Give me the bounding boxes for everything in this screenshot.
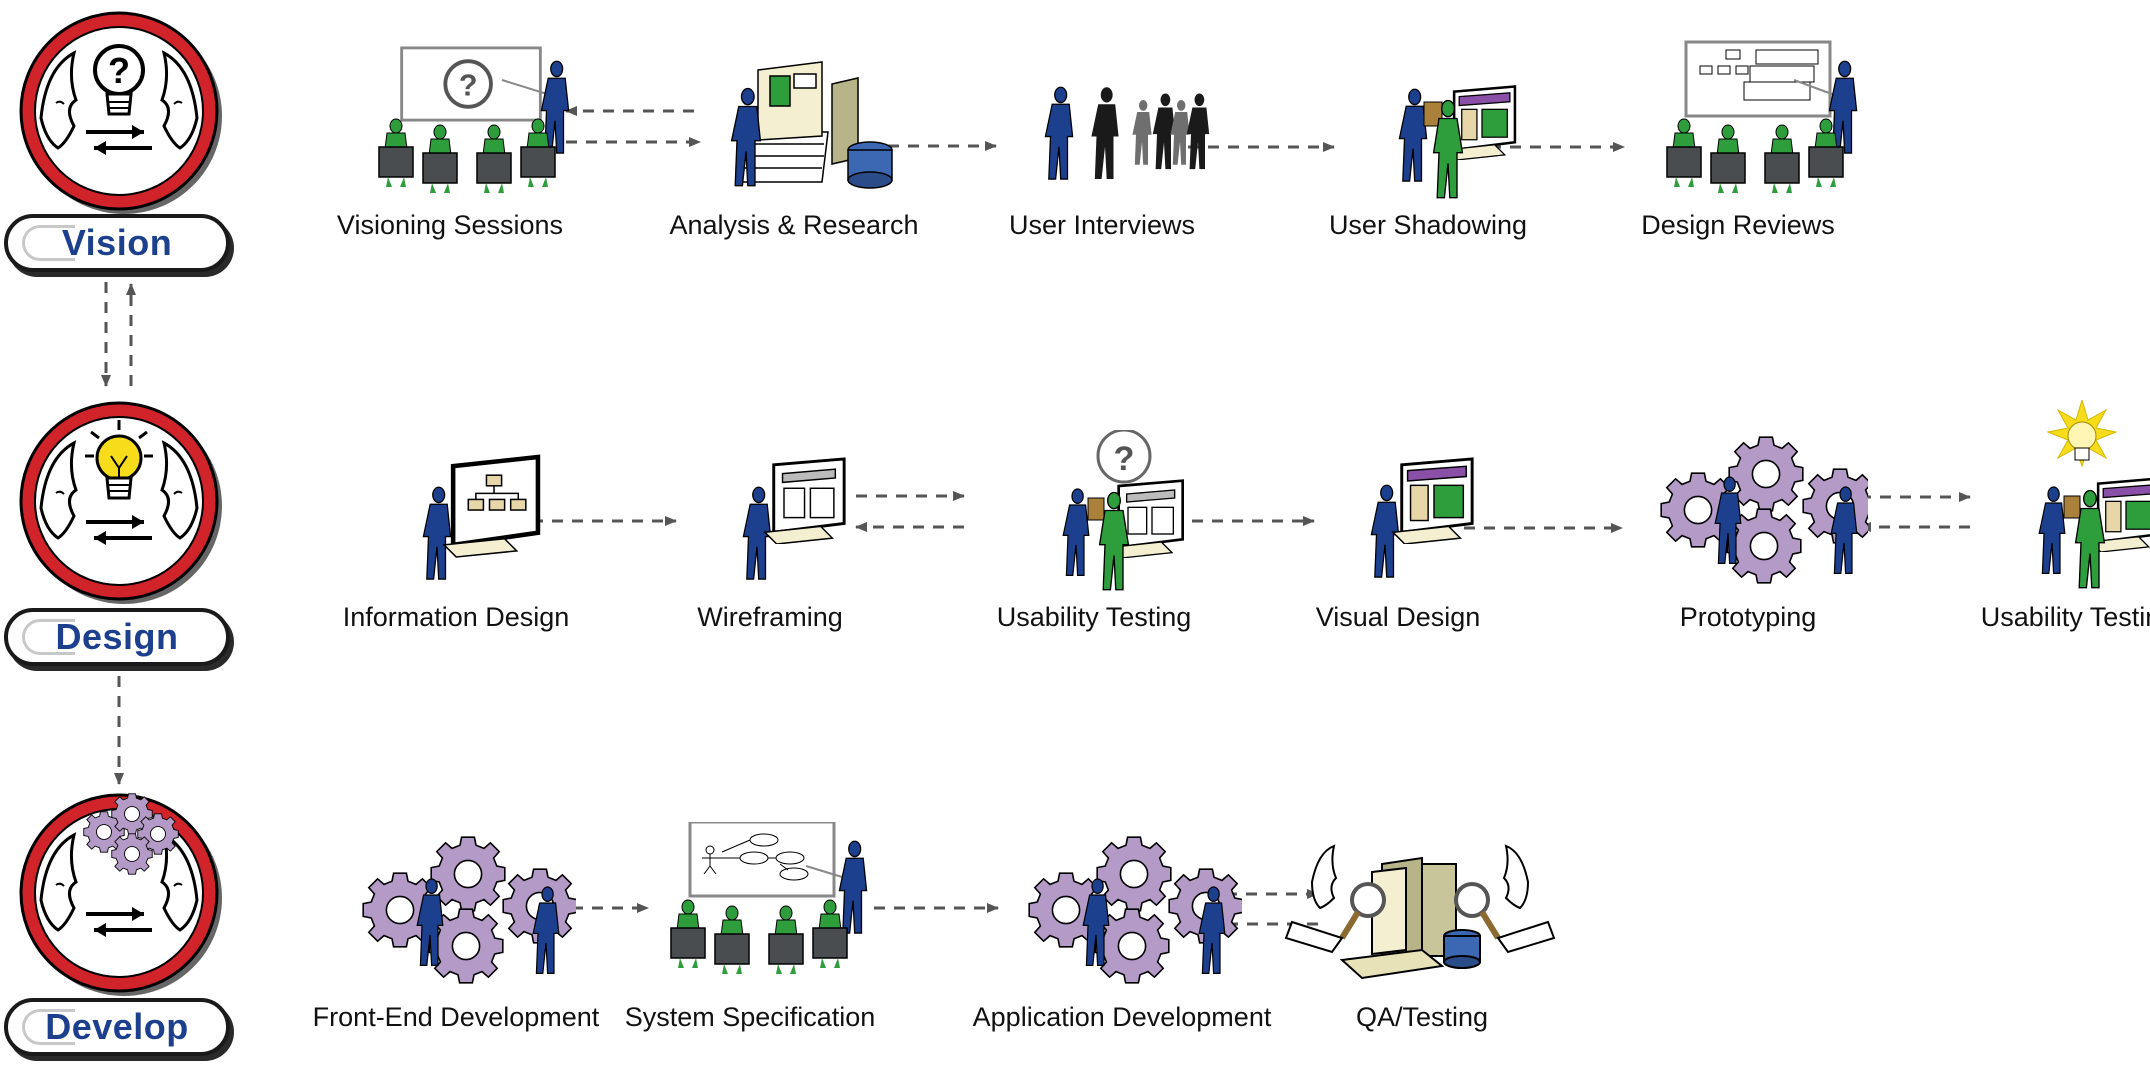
interview-group-icon	[1044, 86, 1210, 180]
phase-vision: ? Vision	[0, 8, 240, 278]
visual-design-icon	[1370, 457, 1474, 578]
step-frontend-development: Front-End Development	[306, 828, 606, 1048]
step-prototyping: Prototyping	[1598, 430, 1898, 640]
design-review-icon	[1666, 40, 1858, 194]
step-label: Design Reviews	[1641, 210, 1835, 240]
phase-develop: Develop	[0, 790, 240, 1060]
lightbulb-icon	[16, 398, 226, 608]
svg-text:?: ?	[108, 50, 130, 91]
information-design-icon	[422, 430, 556, 580]
step-label: System Specification	[624, 1002, 876, 1032]
step-label: Front-End Development	[312, 1002, 600, 1032]
app-dev-icon	[1028, 836, 1242, 984]
phase-label-develop: Develop	[4, 998, 230, 1056]
phase-title: Vision	[61, 222, 173, 263]
step-application-development: Application Development	[972, 828, 1272, 1048]
step-label: Usability Testing	[996, 602, 1192, 632]
shadowing-icon	[1398, 85, 1517, 199]
presentation-question-icon	[378, 46, 570, 194]
phase-title: Develop	[45, 1006, 189, 1047]
step-user-shadowing: User Shadowing	[1278, 40, 1578, 250]
step-design-reviews: Design Reviews	[1588, 40, 1888, 250]
frontend-dev-icon	[362, 836, 576, 984]
phase-label-design: Design	[4, 608, 230, 666]
step-label: Visual Design	[1315, 602, 1481, 632]
step-label: Usability Testing	[1980, 602, 2150, 632]
prototyping-icon	[1660, 436, 1868, 584]
question-bulb-icon: ?	[16, 8, 226, 218]
phase-label-vision: Vision	[4, 214, 230, 272]
step-label: Wireframing	[697, 602, 843, 632]
phase-design: Design	[0, 398, 240, 668]
analysis-research-icon	[730, 61, 893, 189]
step-label: Visioning Sessions	[336, 210, 564, 240]
step-qa-testing: QA/Testing	[1272, 842, 1572, 1048]
step-system-specification: System Specification	[600, 822, 900, 1048]
step-usability-testing: ? Usability Testing	[944, 430, 1244, 640]
system-spec-icon	[670, 822, 868, 975]
step-visual-design: Visual Design	[1248, 430, 1548, 640]
step-analysis-research: Analysis & Research	[644, 40, 944, 250]
step-visioning-sessions: Visioning Sessions	[300, 40, 600, 250]
phase-title: Design	[55, 616, 179, 657]
svg-text:?: ?	[1114, 440, 1135, 478]
gears-icon	[16, 790, 226, 1000]
step-wireframing: Wireframing	[620, 430, 920, 640]
step-label: Information Design	[342, 602, 570, 632]
step-label: QA/Testing	[1355, 1002, 1489, 1032]
step-usability-testing-2: Usability Testing	[1910, 400, 2150, 640]
step-label: Application Development	[972, 1002, 1272, 1032]
wireframing-icon	[742, 457, 846, 580]
step-label: User Interviews	[1008, 210, 1196, 240]
step-label: Analysis & Research	[669, 210, 919, 240]
qa-testing-icon	[1284, 844, 1556, 980]
step-user-interviews: User Interviews	[952, 40, 1252, 250]
usability-testing-bulb-icon	[2038, 400, 2150, 589]
usability-testing-icon: ?	[1062, 430, 1184, 591]
step-label: User Shadowing	[1328, 210, 1528, 240]
step-label: Prototyping	[1679, 602, 1817, 632]
step-information-design: Information Design	[306, 430, 606, 640]
